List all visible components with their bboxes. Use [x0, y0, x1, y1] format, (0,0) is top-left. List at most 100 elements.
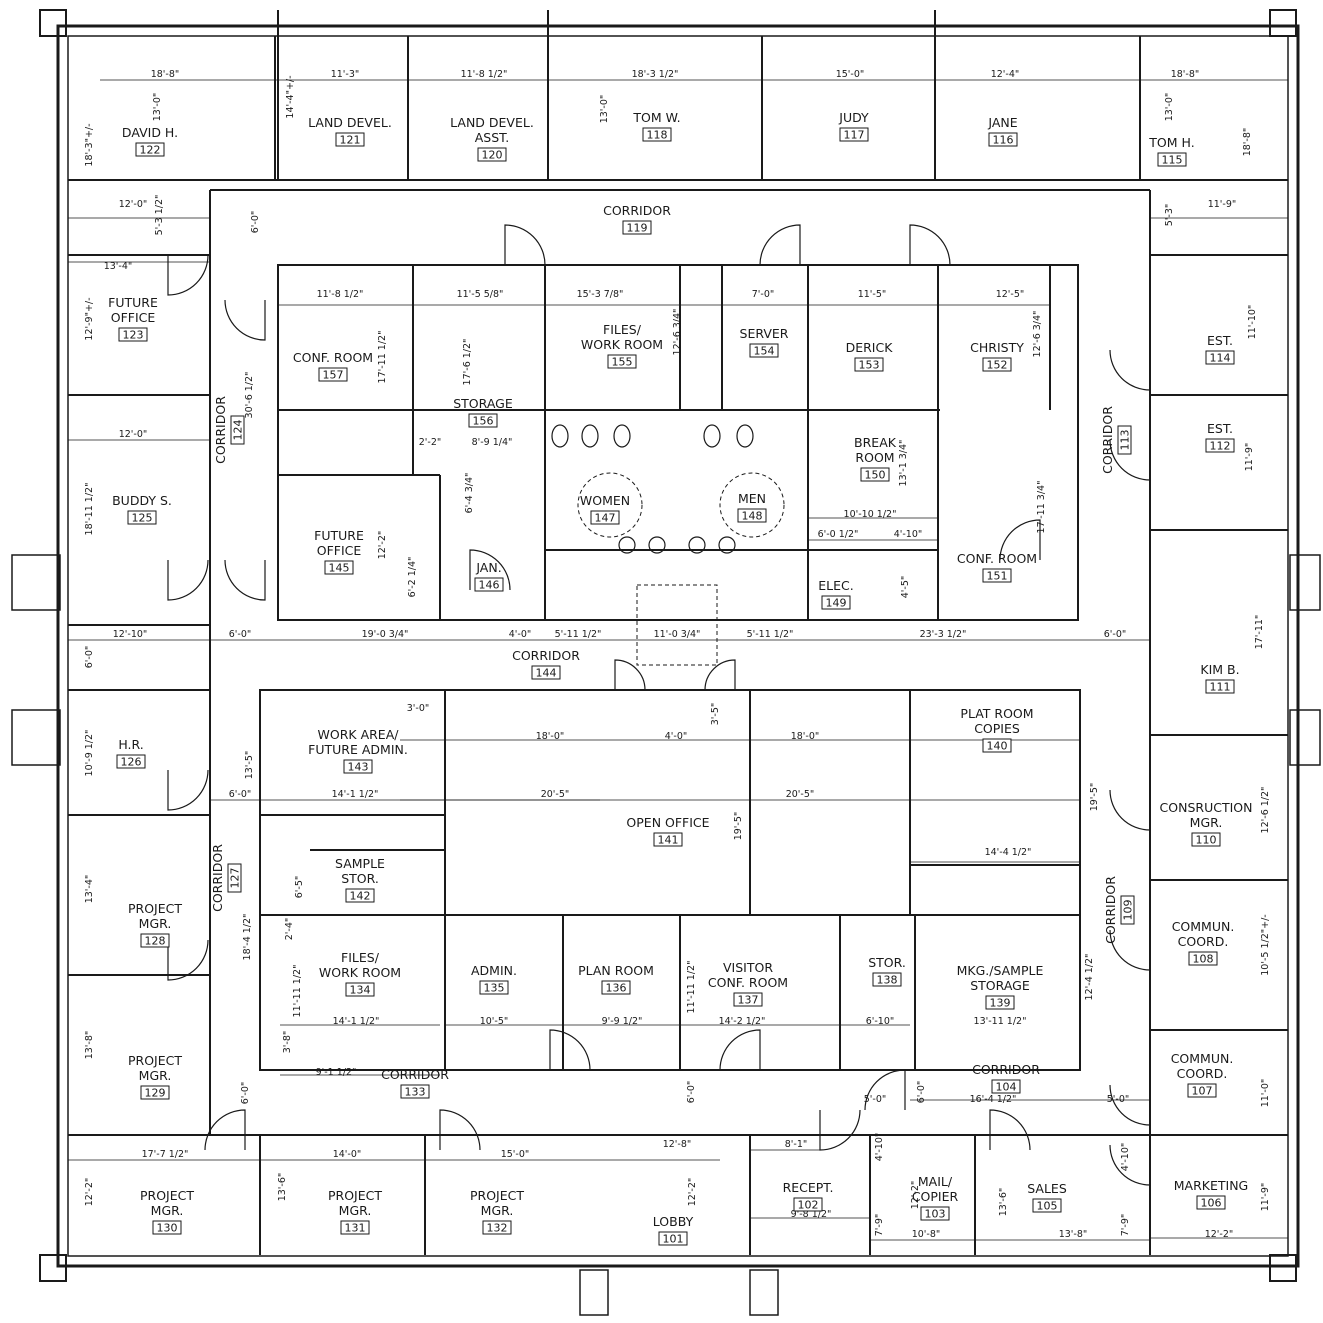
- room-name: EST.: [1207, 421, 1233, 436]
- room: KIM B.111: [1200, 662, 1240, 694]
- room-name: PROJECT: [128, 901, 182, 916]
- dimension-label: 13'-8": [1059, 1229, 1088, 1240]
- room-number: 113: [1119, 430, 1132, 451]
- dimension-label: 18'-8": [151, 69, 180, 80]
- dimension-label: 12'-9"+/-: [84, 297, 95, 340]
- door-swing: [167, 769, 209, 811]
- room-name: CONF. ROOM: [293, 350, 373, 365]
- room-name: CORRIDOR: [381, 1067, 449, 1082]
- sink-fixture: [718, 536, 736, 554]
- dimension-label: 9'-8 1/2": [791, 1209, 832, 1220]
- door-swings: [167, 224, 1151, 1186]
- room-number-tag: [1191, 832, 1221, 847]
- room-number-tag: [590, 510, 620, 525]
- dimension-label: 7'-9": [874, 1214, 885, 1237]
- room-number: 102: [798, 1199, 819, 1212]
- room-number-tag: [622, 220, 652, 235]
- dimension-labels: 18'-8"11'-3"11'-8 1/2"18'-3 1/2"15'-0"12…: [84, 69, 1271, 1240]
- room-number: 149: [826, 597, 847, 610]
- room-number-tag: [230, 415, 245, 445]
- room-name: JANE: [987, 115, 1017, 130]
- dimension-label: 11'-9": [1260, 1183, 1271, 1212]
- room-name: PROJECT: [128, 1053, 182, 1068]
- room-number: 114: [1210, 352, 1231, 365]
- room-number-tag: [854, 357, 884, 372]
- room-number: 120: [482, 149, 503, 162]
- room: COMMUN.COORD.107: [1171, 1051, 1233, 1098]
- room-name: PROJECT: [140, 1188, 194, 1203]
- room-number-tag: [1205, 679, 1235, 694]
- room-number: 157: [323, 369, 344, 382]
- room-number-tag: [127, 510, 157, 525]
- door-swing: [989, 1109, 1031, 1151]
- dimension-label: 11'-3": [331, 69, 360, 80]
- room-number: 103: [925, 1208, 946, 1221]
- room: LAND DEVEL.121: [308, 115, 392, 147]
- dimension-label: 6'-5": [294, 876, 305, 899]
- dimension-label: 10'-9 1/2": [84, 730, 95, 777]
- room-number: 101: [663, 1233, 684, 1246]
- room-number-tag: [872, 972, 902, 987]
- room-name: DERICK: [846, 340, 894, 355]
- door-swing: [167, 254, 209, 296]
- room-name: BREAK: [854, 435, 897, 450]
- room-number: 123: [123, 329, 144, 342]
- dimension-label: 5'-3": [1164, 204, 1175, 227]
- dimension-label: 11'-11 1/2": [686, 961, 697, 1014]
- room: DAVID H.122: [122, 125, 178, 157]
- dimension-label: 12'-5": [996, 289, 1025, 300]
- room: JAN.146: [474, 560, 504, 592]
- wall-outline: [1269, 9, 1297, 37]
- room-number: 146: [479, 579, 500, 592]
- dimension-label: 13'-0": [599, 95, 610, 124]
- dimension-label: 12'-0": [119, 199, 148, 210]
- dimension-label: 6'-4 3/4": [464, 473, 475, 514]
- room-number-tag: [1196, 1195, 1226, 1210]
- room: CONF. ROOM 157: [293, 350, 373, 382]
- room-number-tag: [601, 980, 631, 995]
- room-name: CORRIDOR: [213, 396, 228, 464]
- door-swing: [224, 559, 266, 601]
- door-swing: [819, 1109, 861, 1151]
- room-number-tag: [982, 357, 1012, 372]
- room-number-tag: [531, 665, 561, 680]
- dimension-label: 4'-5": [900, 576, 911, 599]
- room-name: FUTURE: [108, 295, 158, 310]
- toilet-fixture: [736, 424, 754, 448]
- room: COMMUN.COORD.108: [1172, 919, 1234, 966]
- dimension-label: 17'-11": [1254, 615, 1265, 650]
- room-name: CORRIDOR: [512, 648, 580, 663]
- room-number-tag: [821, 595, 851, 610]
- room-number-tag: [988, 132, 1018, 147]
- room-number: 156: [473, 415, 494, 428]
- room-number: 108: [1193, 953, 1214, 966]
- room-number: 136: [606, 982, 627, 995]
- door-swing: [1109, 439, 1151, 481]
- wall-outline: [11, 554, 61, 611]
- dimension-label: 17'-6 1/2": [462, 339, 473, 386]
- door-swing: [1109, 789, 1151, 831]
- dimension-label: 18'-0": [536, 731, 565, 742]
- room: RECEPT.102: [783, 1180, 833, 1212]
- door-swing: [549, 1029, 591, 1071]
- room-number: 128: [145, 935, 166, 948]
- dimension-label: 16'-4 1/2": [970, 1094, 1017, 1105]
- toilet-fixture: [581, 424, 599, 448]
- room-name: JUDY: [838, 110, 869, 125]
- dimension-label: 8'-9 1/4": [472, 437, 513, 448]
- room: WORK AREA/FUTURE ADMIN.143: [308, 727, 408, 774]
- dimension-label: 23'-3 1/2": [920, 629, 967, 640]
- room-number: 150: [865, 469, 886, 482]
